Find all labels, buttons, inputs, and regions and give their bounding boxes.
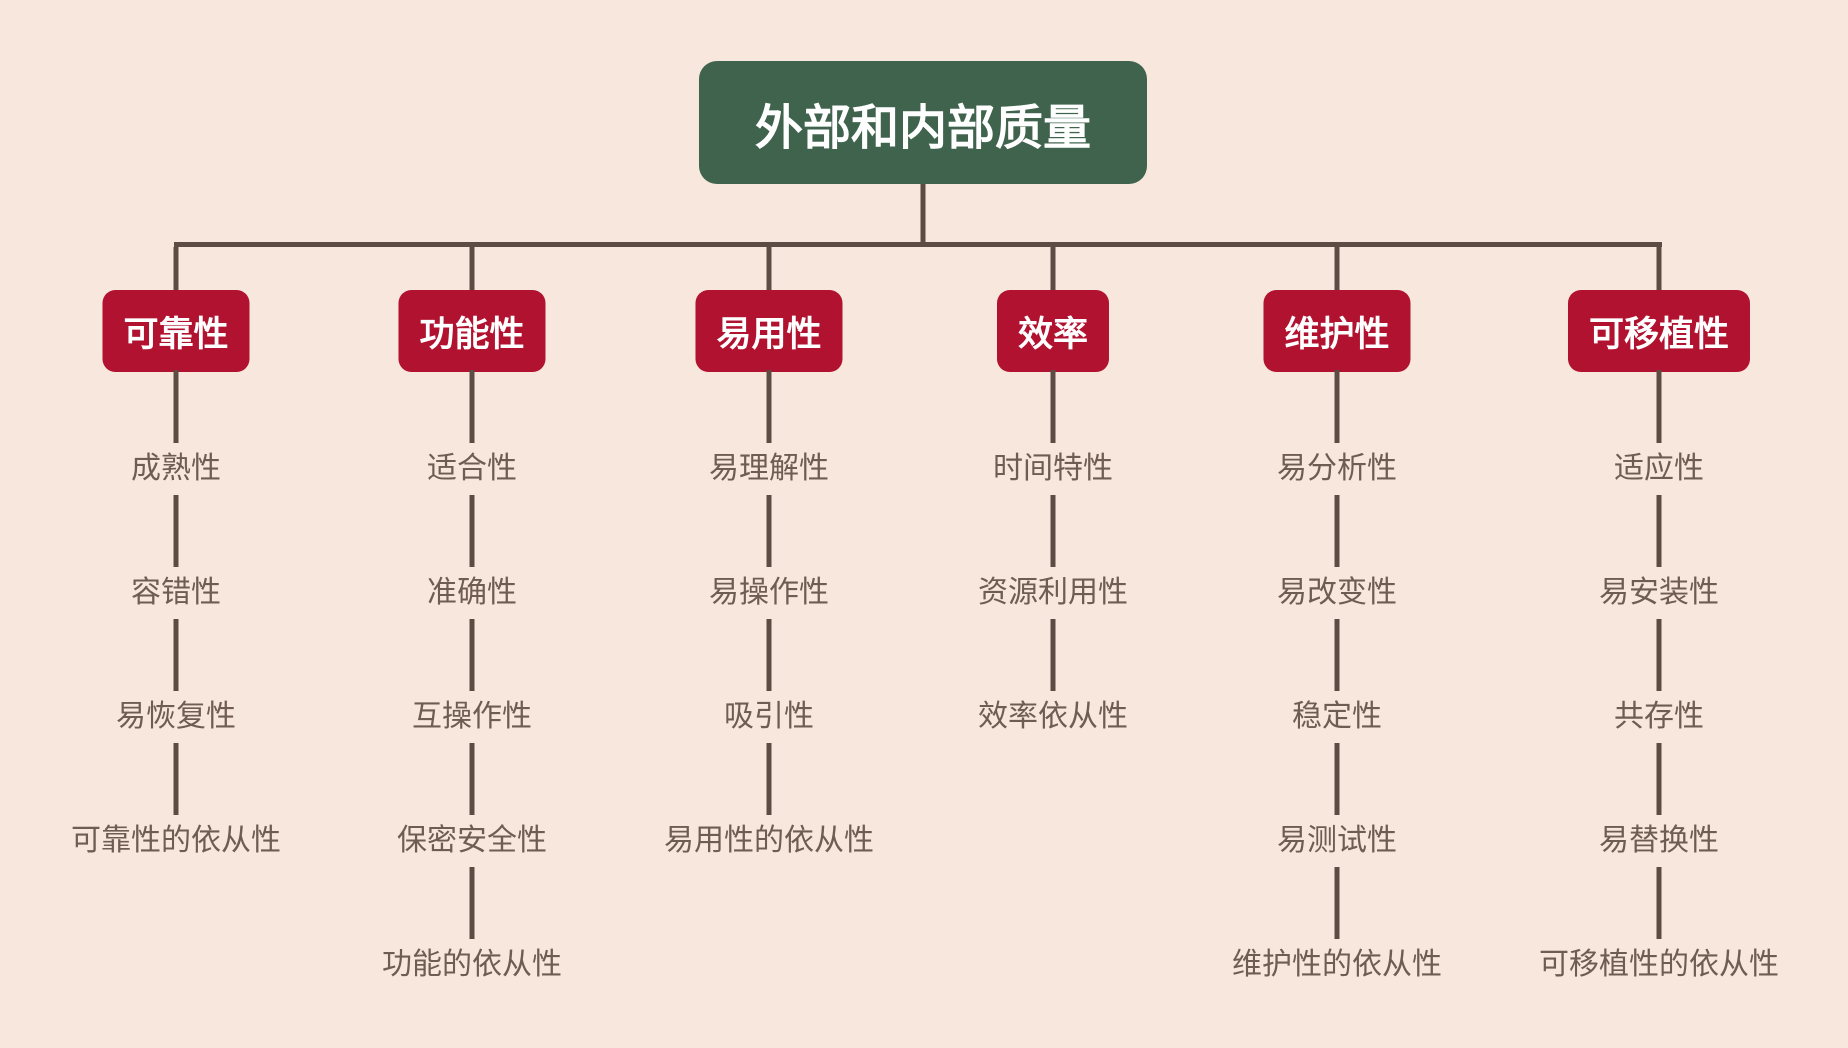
leaf-node-maintainability-2[interactable]: 易改变性 [1277, 575, 1397, 610]
leaf-node-maintainability-5[interactable]: 维护性的依从性 [1232, 947, 1442, 982]
leaf-connector-line [469, 619, 475, 691]
branch-node-efficiency[interactable]: 效率 [996, 290, 1110, 372]
leaf-connector-line [766, 370, 772, 443]
branch-drop-line [1334, 247, 1340, 294]
leaf-node-reliability-3[interactable]: 易恢复性 [116, 699, 236, 734]
leaf-connector-line [1334, 370, 1340, 443]
leaf-connector-line [766, 743, 772, 815]
branch-drop-line [1050, 247, 1056, 294]
leaf-node-functionality-1[interactable]: 适合性 [427, 451, 517, 486]
branch-node-maintainability[interactable]: 维护性 [1263, 290, 1411, 372]
leaf-connector-line [1656, 743, 1662, 815]
leaf-node-functionality-5[interactable]: 功能的依从性 [382, 947, 562, 982]
leaf-node-portability-1[interactable]: 适应性 [1614, 451, 1704, 486]
branch-drop-line [1656, 247, 1662, 294]
leaf-node-efficiency-1[interactable]: 时间特性 [993, 451, 1113, 486]
leaf-connector-line [469, 370, 475, 443]
leaf-connector-line [173, 743, 179, 815]
leaf-node-functionality-2[interactable]: 准确性 [427, 575, 517, 610]
leaf-node-functionality-3[interactable]: 互操作性 [412, 699, 532, 734]
branch-bus-line [173, 242, 1662, 247]
leaf-connector-line [1050, 495, 1056, 567]
leaf-connector-line [1656, 619, 1662, 691]
leaf-connector-line [1656, 495, 1662, 567]
branch-node-functionality[interactable]: 功能性 [398, 290, 546, 372]
leaf-node-portability-2[interactable]: 易安装性 [1599, 575, 1719, 610]
branch-node-usability[interactable]: 易用性 [695, 290, 843, 372]
leaf-connector-line [1050, 370, 1056, 443]
leaf-node-efficiency-3[interactable]: 效率依从性 [978, 699, 1128, 734]
leaf-connector-line [766, 495, 772, 567]
leaf-connector-line [1050, 619, 1056, 691]
leaf-node-usability-4[interactable]: 易用性的依从性 [664, 823, 874, 858]
leaf-connector-line [173, 619, 179, 691]
leaf-node-functionality-4[interactable]: 保密安全性 [397, 823, 547, 858]
leaf-node-portability-3[interactable]: 共存性 [1614, 699, 1704, 734]
leaf-connector-line [1656, 370, 1662, 443]
branch-drop-line [173, 247, 179, 294]
leaf-connector-line [1656, 867, 1662, 939]
leaf-node-usability-3[interactable]: 吸引性 [724, 699, 814, 734]
branch-node-portability[interactable]: 可移植性 [1567, 290, 1751, 372]
leaf-connector-line [1334, 619, 1340, 691]
leaf-node-efficiency-2[interactable]: 资源利用性 [978, 575, 1128, 610]
leaf-connector-line [469, 743, 475, 815]
leaf-connector-line [469, 495, 475, 567]
leaf-connector-line [173, 370, 179, 443]
leaf-connector-line [1334, 867, 1340, 939]
leaf-connector-line [1334, 495, 1340, 567]
branch-node-reliability[interactable]: 可靠性 [102, 290, 250, 372]
branch-drop-line [766, 247, 772, 294]
leaf-node-maintainability-1[interactable]: 易分析性 [1277, 451, 1397, 486]
leaf-node-portability-5[interactable]: 可移植性的依从性 [1539, 947, 1779, 982]
leaf-node-usability-1[interactable]: 易理解性 [709, 451, 829, 486]
leaf-node-portability-4[interactable]: 易替换性 [1599, 823, 1719, 858]
root-stem-line [920, 184, 926, 247]
leaf-connector-line [1334, 743, 1340, 815]
leaf-node-reliability-1[interactable]: 成熟性 [131, 451, 221, 486]
leaf-connector-line [766, 619, 772, 691]
branch-drop-line [469, 247, 475, 294]
leaf-connector-line [173, 495, 179, 567]
leaf-node-usability-2[interactable]: 易操作性 [709, 575, 829, 610]
leaf-node-reliability-4[interactable]: 可靠性的依从性 [71, 823, 281, 858]
leaf-node-maintainability-4[interactable]: 易测试性 [1277, 823, 1397, 858]
leaf-node-maintainability-3[interactable]: 稳定性 [1292, 699, 1382, 734]
leaf-connector-line [469, 867, 475, 939]
root-node-external-internal-quality[interactable]: 外部和内部质量 [698, 61, 1148, 184]
leaf-node-reliability-2[interactable]: 容错性 [131, 575, 221, 610]
